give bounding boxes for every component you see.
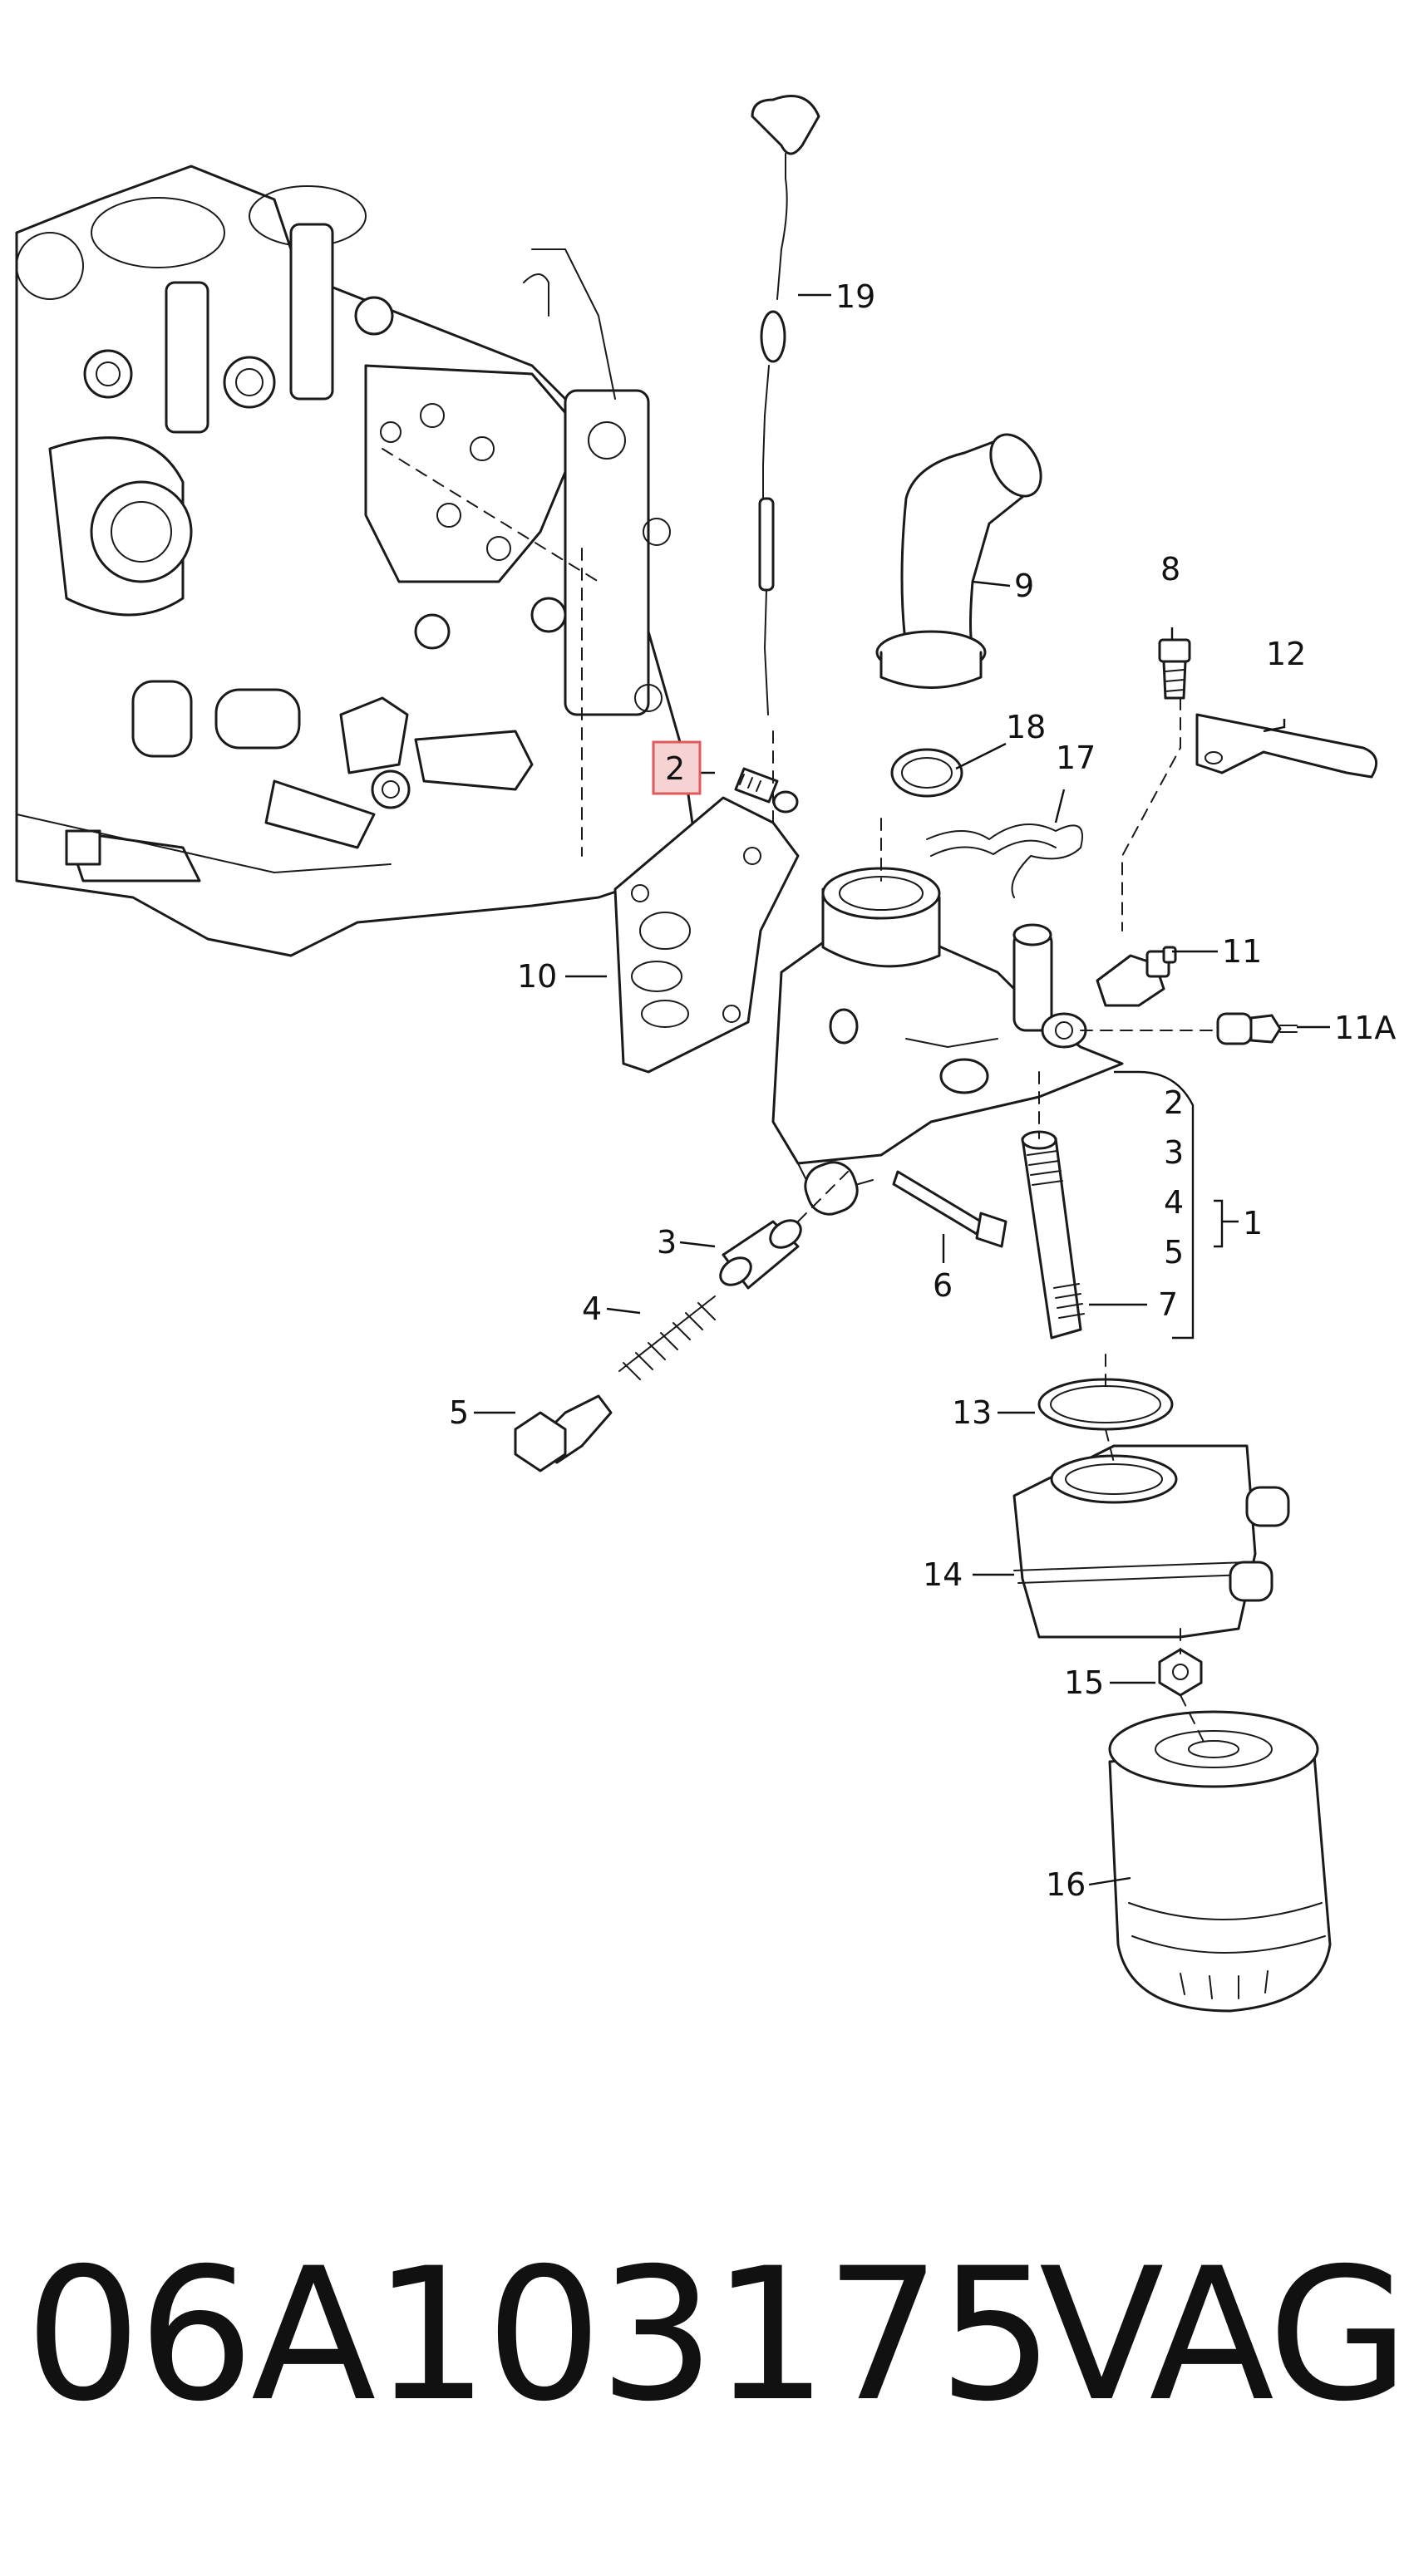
callout-5-right: 5 <box>1164 1234 1184 1271</box>
oil-filter-housing-part <box>771 867 1124 1216</box>
callout-15: 15 <box>1064 1664 1104 1701</box>
screw-8-part <box>1158 638 1191 700</box>
callout-3: 3 <box>657 1224 677 1261</box>
sensor-11-part <box>1096 946 1177 1007</box>
nut-15-part <box>1158 1648 1203 1697</box>
callout-8: 8 <box>1160 551 1180 587</box>
callout-19: 19 <box>835 278 875 315</box>
callout-12: 12 <box>1266 636 1306 672</box>
sleeve-3-part <box>719 1219 802 1290</box>
callout-13: 13 <box>952 1394 992 1431</box>
oil-cooler-14-part <box>1012 1444 1290 1639</box>
callout-11a: 11A <box>1334 1010 1396 1046</box>
callout-labels: 19 9 8 12 18 17 2 11 11A 10 2 3 4 5 1 7 … <box>449 278 1396 1903</box>
threaded-pipe-7-part <box>1021 1130 1085 1340</box>
gasket-10-part <box>613 796 800 1074</box>
plug-screw-5-part <box>514 1394 613 1472</box>
callout-3-right: 3 <box>1164 1134 1184 1171</box>
callout-18: 18 <box>1006 709 1046 745</box>
callout-14: 14 <box>923 1556 963 1593</box>
callout-6: 6 <box>933 1267 953 1304</box>
callout-7: 7 <box>1158 1286 1178 1323</box>
callout-16: 16 <box>1046 1866 1086 1903</box>
leader-lines <box>382 293 1330 1886</box>
callout-2: 2 <box>1164 1084 1184 1121</box>
callout-17: 17 <box>1056 740 1096 776</box>
part-number: 06A103175 <box>25 2229 1054 2441</box>
elbow-pipe-part <box>875 433 1042 689</box>
callout-10: 10 <box>517 958 557 995</box>
callout-11: 11 <box>1222 933 1262 970</box>
bolt-6-part <box>892 1170 1007 1248</box>
callout-4-right: 4 <box>1164 1184 1184 1221</box>
brand-label: VAG <box>1039 2229 1404 2441</box>
bracket-part <box>1195 713 1378 779</box>
callout-9: 9 <box>1014 568 1034 604</box>
engine-block-illustration <box>15 165 700 957</box>
sensor-11a-part <box>1216 1012 1298 1045</box>
o-ring-18-part <box>890 748 963 798</box>
callout-4: 4 <box>582 1290 602 1327</box>
dipstick-part <box>751 95 820 715</box>
seal-17-part <box>926 823 1083 898</box>
callout-2-highlighted: 2 <box>665 750 685 787</box>
plug-2-part <box>734 767 799 814</box>
callout-1: 1 <box>1243 1205 1263 1241</box>
oil-filter-16-part <box>1108 1710 1332 2013</box>
callout-5: 5 <box>449 1394 469 1431</box>
spring-4-part <box>618 1295 716 1380</box>
highlight-box <box>652 740 702 795</box>
